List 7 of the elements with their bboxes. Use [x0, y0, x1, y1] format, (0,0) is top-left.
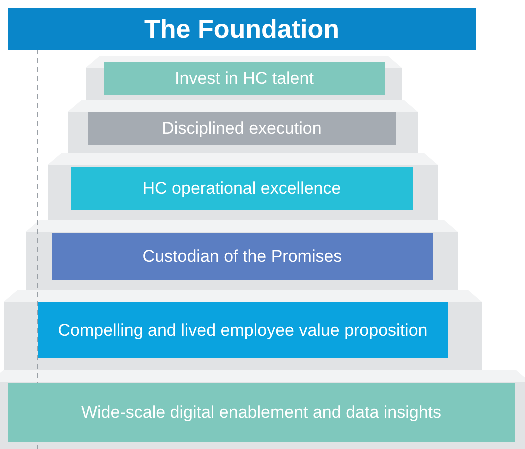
step-band: HC operational excellence — [71, 167, 413, 210]
step-band: Disciplined execution — [88, 112, 396, 145]
step-band: Invest in HC talent — [104, 62, 385, 95]
step-band: Compelling and lived employee value proposition — [38, 302, 448, 358]
title-banner: The Foundation — [8, 8, 476, 50]
step-band: Custodian of the Promises — [52, 233, 433, 280]
step-band: Wide-scale digital enablement and data insights — [8, 383, 515, 442]
